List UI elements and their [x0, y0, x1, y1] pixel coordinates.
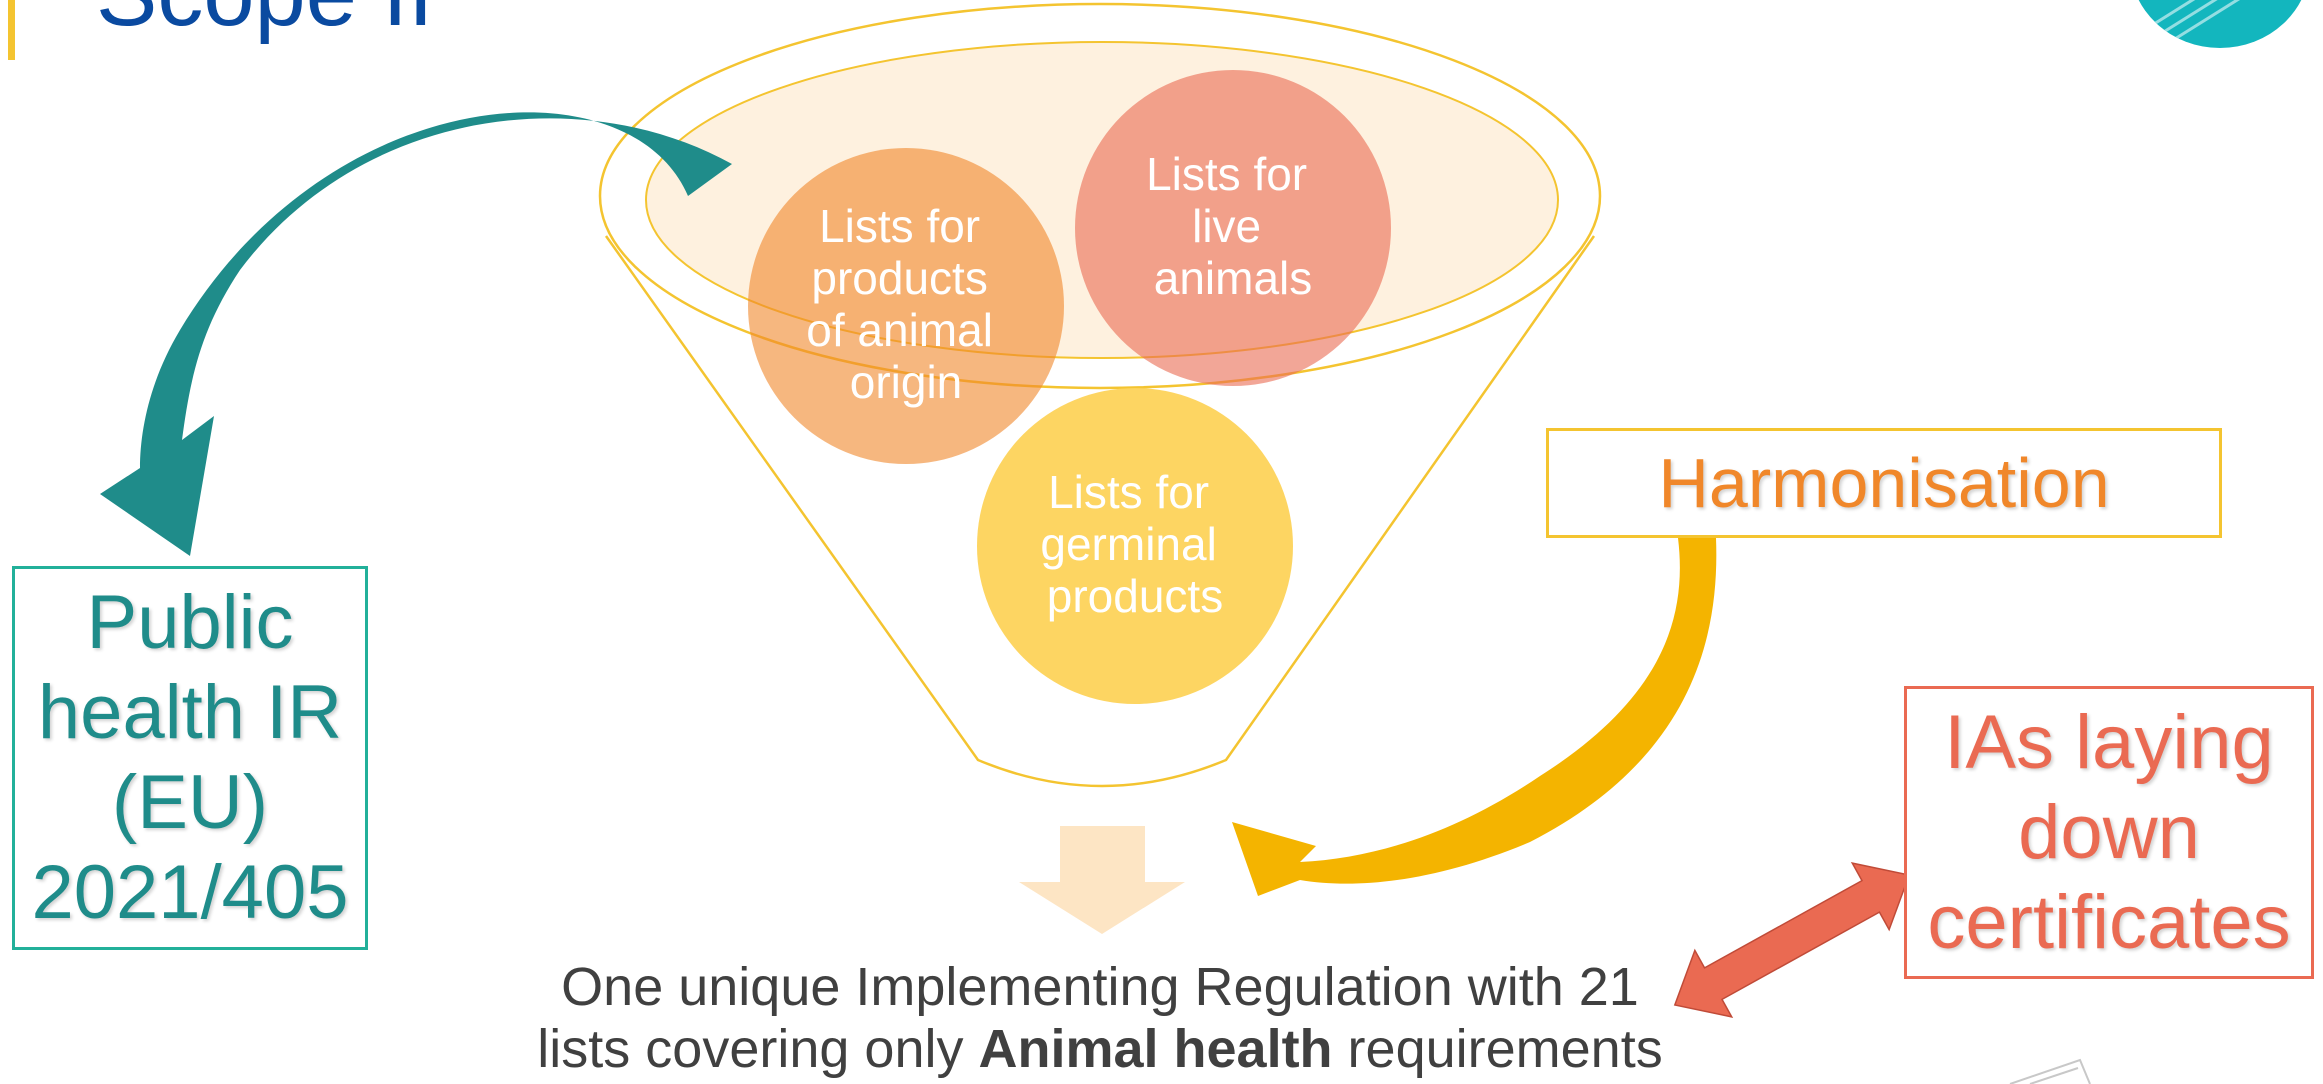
circle-label-products-animal-origin: Lists for products of animal origin	[806, 200, 1005, 408]
down-arrow-icon	[1019, 826, 1185, 934]
ias-certificates-label: IAs laying down certificates	[1927, 699, 2291, 965]
circle-live-animals	[1075, 70, 1391, 386]
funnel-rim	[598, 2, 1602, 390]
circle-germinal-products	[977, 388, 1293, 704]
funnel-outline	[604, 235, 1596, 788]
harmonisation-box: Harmonisation	[1546, 428, 2222, 538]
bottom-caption-line1: One unique Implementing Regulation with …	[561, 957, 1639, 1017]
decorative-lines-icon	[2009, 1058, 2091, 1084]
title-accent-bar	[8, 0, 15, 60]
caption-text-bold: Animal health	[978, 1019, 1333, 1079]
caption-text-post: requirements	[1332, 1019, 1663, 1079]
curved-arrow-from-harmonisation	[1232, 538, 1717, 896]
harmonisation-label: Harmonisation	[1658, 444, 2110, 522]
bottom-caption: One unique Implementing Regulation with …	[400, 956, 1800, 1080]
circle-label-germinal-products: Lists for germinal products	[1040, 466, 1229, 622]
curved-arrow-to-public-health	[100, 112, 732, 557]
bottom-caption-line2: lists covering only Animal health requir…	[400, 1018, 1800, 1080]
public-health-label: Public health IR (EU) 2021/405	[31, 580, 349, 935]
circle-products-animal-origin	[748, 148, 1064, 464]
ias-certificates-box: IAs laying down certificates	[1904, 686, 2314, 979]
caption-text-pre: lists covering only	[537, 1019, 979, 1079]
slide-title: Scope II	[96, 0, 434, 40]
public-health-box: Public health IR (EU) 2021/405	[12, 566, 368, 950]
circle-label-live-animals: Lists for live animals	[1146, 148, 1320, 304]
